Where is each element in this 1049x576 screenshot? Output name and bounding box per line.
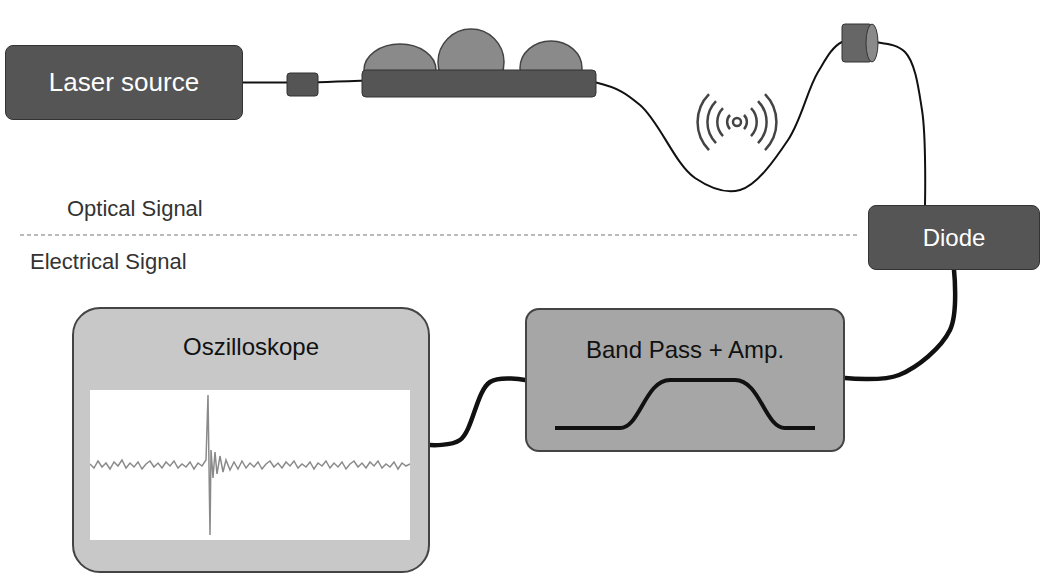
optical-fiber <box>243 40 925 205</box>
node-label: Band Pass + Amp. <box>586 336 784 364</box>
oscilloscope-screen <box>90 390 410 540</box>
detector-box: Diode <box>868 205 1040 270</box>
bandpass-curve <box>545 370 825 435</box>
fiber-connector <box>287 73 318 96</box>
acoustic-wave-symbol <box>698 94 777 150</box>
laser-box: Laser source <box>5 45 243 120</box>
signal-trace <box>90 395 410 535</box>
filter-response <box>555 380 815 428</box>
electrical-cable <box>845 270 955 379</box>
signal-domain-label: Electrical Signal <box>30 249 187 275</box>
signal-domain-label: Optical Signal <box>67 196 203 222</box>
fiber-coupler <box>866 24 878 62</box>
domain-divider <box>20 234 858 235</box>
paddle-board <box>362 70 596 97</box>
electrical-cable <box>430 379 525 446</box>
node-label: Diode <box>923 224 986 252</box>
node-label: Laser source <box>49 67 199 98</box>
node-label: Oszilloskope <box>183 333 319 361</box>
